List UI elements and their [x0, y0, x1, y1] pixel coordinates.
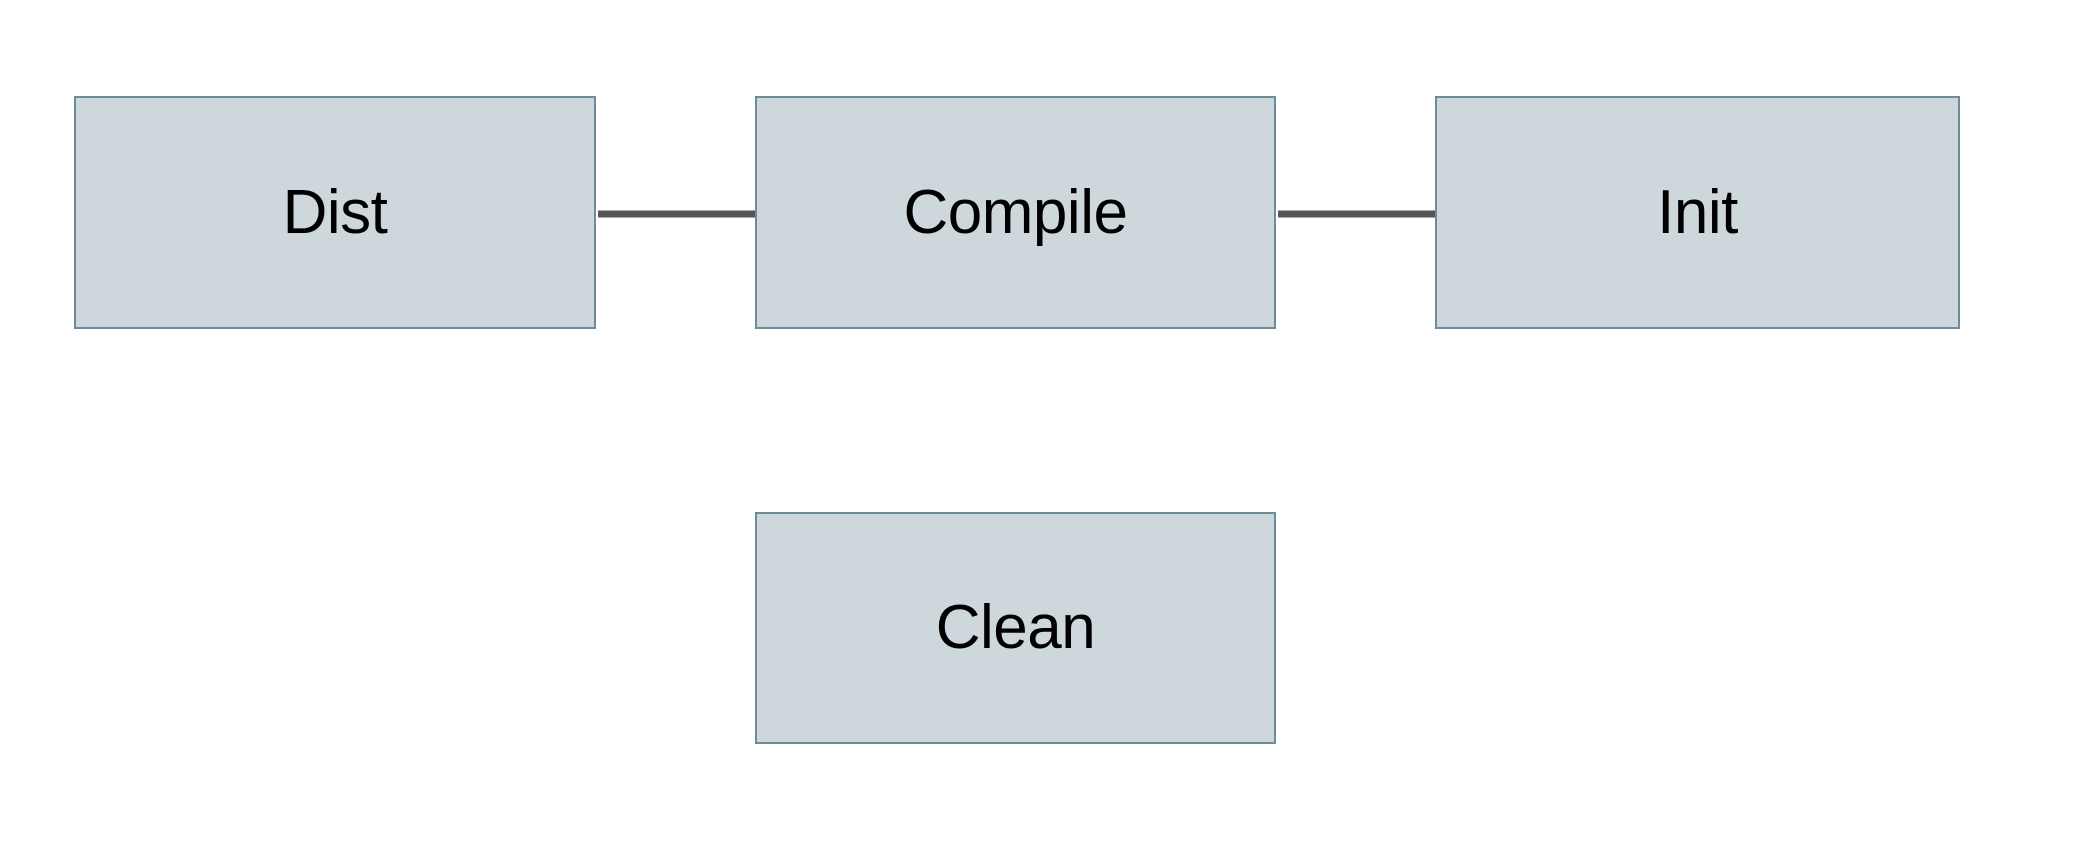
- node-clean[interactable]: Clean: [755, 512, 1276, 744]
- node-init-label: Init: [1657, 177, 1738, 247]
- node-dist-label: Dist: [282, 177, 388, 247]
- node-clean-label: Clean: [935, 593, 1096, 662]
- node-compile-label: Compile: [903, 177, 1128, 247]
- node-init[interactable]: Init: [1435, 96, 1960, 329]
- node-dist[interactable]: Dist: [74, 96, 596, 329]
- node-compile[interactable]: Compile: [755, 96, 1276, 329]
